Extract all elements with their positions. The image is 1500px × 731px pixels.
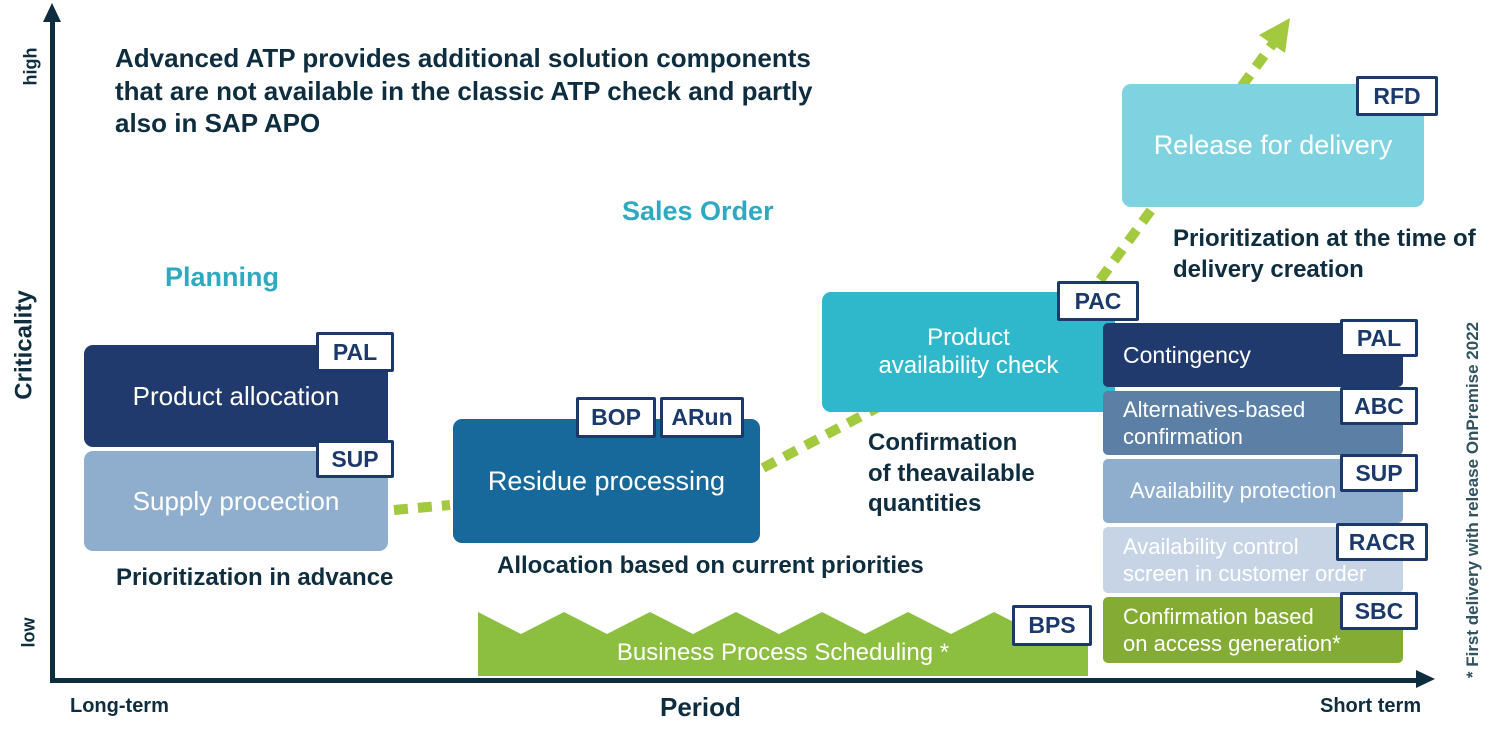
footnote-vertical: * First delivery with release OnPremise … [1463, 321, 1483, 679]
y-axis [50, 20, 55, 681]
annotation-confirmation-quantities: Confirmation of theavailable quantities [868, 429, 1035, 518]
y-axis-arrowhead [43, 3, 61, 22]
annotation-allocation-current-priorities: Allocation based on current priorities [497, 552, 924, 579]
box-label-release-for-delivery: Release for delivery [1153, 130, 1393, 160]
badge-pac: PAC [1057, 281, 1139, 321]
sales-order-heading: Sales Order [622, 196, 774, 226]
y-axis-low-label: low [18, 617, 39, 648]
box-label-availability-control-screen: Availability control screen in customer … [1123, 533, 1367, 587]
arrow-residue-to-pac [760, 293, 1088, 473]
box-label-supply-protection: Supply procection [132, 485, 340, 516]
badge-racr: RACR [1336, 523, 1428, 561]
box-label-contingency: Contingency [1123, 341, 1251, 368]
badge-bop: BOP [576, 397, 656, 438]
box-label-product-allocation: Product allocation [132, 380, 340, 411]
badge-pal-contingency: PAL [1340, 319, 1418, 357]
badge-sup-availability-protection: SUP [1340, 454, 1418, 492]
badge-arun: ARun [660, 397, 744, 438]
box-label-residue-processing: Residue processing [487, 465, 726, 496]
annotation-prioritization-in-advance: Prioritization in advance [116, 564, 394, 591]
arrow-supply-to-residue [393, 500, 451, 515]
box-label-availability-protection: Availability protection [1130, 478, 1337, 503]
arrowhead [1259, 18, 1290, 53]
box-label-product-availability-check: Product availability check [878, 324, 1059, 379]
x-axis [50, 678, 1422, 683]
badge-bps: BPS [1012, 605, 1092, 646]
x-axis-arrowhead [1416, 670, 1435, 688]
box-label-alternatives-based-confirmation: Alternatives-based confirmation [1123, 396, 1306, 450]
x-axis-right-label: Short term [1320, 695, 1422, 717]
box-contingency: Contingency [1103, 323, 1403, 387]
planning-heading: Planning [165, 262, 279, 292]
box-residue-processing: Residue processing [453, 419, 760, 543]
badge-pal: PAL [316, 332, 394, 372]
badge-sup: SUP [316, 440, 394, 478]
bps-banner [478, 612, 1088, 676]
y-axis-high-label: high [20, 47, 41, 86]
y-axis-label: Criticality [10, 290, 38, 400]
bps-banner-label: Business Process Scheduling * [616, 639, 950, 666]
badge-abc: ABC [1340, 387, 1418, 425]
diagram-title: Advanced ATP provides additional solutio… [115, 43, 813, 138]
bps-banner-shape [478, 612, 1088, 676]
annotation-prioritization-delivery: Prioritization at the time of delivery c… [1173, 225, 1476, 283]
badge-sbc: SBC [1340, 592, 1418, 630]
box-label-confirmation-access-generation: Confirmation based on access generation* [1123, 603, 1341, 657]
x-axis-left-label: Long-term [70, 695, 169, 717]
x-axis-label: Period [660, 692, 741, 722]
badge-rfd: RFD [1356, 76, 1438, 116]
